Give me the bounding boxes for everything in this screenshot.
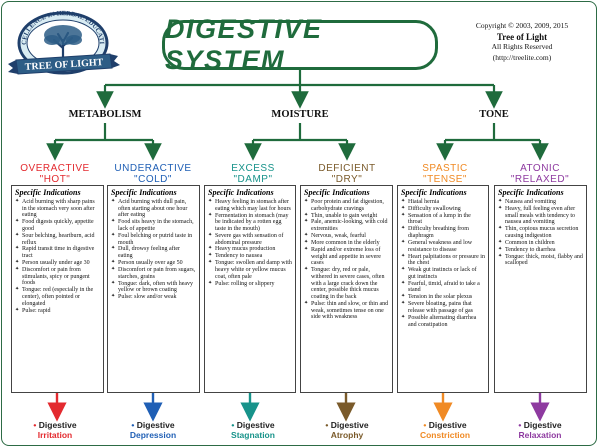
result-bullet: • (33, 420, 39, 430)
indication-item: Possible alternating diarrhea and consti… (401, 315, 485, 328)
indications-overactive: Specific Indications Acid burning with s… (11, 185, 104, 393)
indication-item: Tongue: dry, red or pale, withered in se… (304, 267, 389, 301)
result-bullet: • (131, 420, 137, 430)
indication-item: Pulse: slow and/or weak (111, 294, 196, 301)
indications-list: Poor protein and fat digestion, carbohyd… (304, 199, 389, 321)
indication-item: Tension in the solar plexus (401, 294, 485, 301)
indication-item: Hiatal hernia (401, 199, 485, 206)
indication-item: Food digests quickly, appetite good (15, 219, 100, 232)
title-box: DIGESTIVE SYSTEM (162, 14, 438, 75)
result-bullet: • (518, 420, 524, 430)
indication-item: Thin, copious mucus secretion causing in… (498, 226, 583, 239)
svg-text:TREE OF LIGHT: TREE OF LIGHT (25, 57, 104, 73)
indication-item: Difficulty breathing from diaphragm (401, 226, 485, 239)
indication-item: Discomfort or pain from sugars, starches… (111, 267, 196, 280)
tree-of-light-logo: EXCELLENCE IN HERBAL EDUCATION TREE OF L… (4, 4, 120, 75)
indication-item: General weakness and low resistance to d… (401, 240, 485, 253)
indication-item: Sensation of a lump in the throat (401, 213, 485, 226)
copyright-line: Copyright © 2003, 2009, 2015 (475, 21, 569, 30)
indication-item: Fearful, timid, afraid to take a stand (401, 281, 485, 294)
category-metabolism: METABOLISM (68, 109, 142, 120)
result-bullet: • (231, 420, 237, 430)
logo-ribbon: TREE OF LIGHT (8, 53, 120, 75)
indication-item: Common in children (498, 240, 583, 247)
indication-item: Tendency to diarrhea (498, 247, 583, 254)
indication-item: Heavy mucus production (208, 246, 292, 253)
indications-underactive: Specific Indications Acid burning with d… (107, 185, 200, 393)
indication-item: Difficulty swallowing (401, 206, 485, 213)
indications-heading: Specific Indications (208, 188, 274, 197)
indications-list: Acid burning with dull pain, often start… (111, 199, 196, 301)
indications-excess: Specific Indications Heavy feeling in st… (204, 185, 296, 393)
indication-item: Heart palpitations or pressure in the ch… (401, 254, 485, 267)
indication-item: Nausea and vomiting (498, 199, 583, 206)
indication-item: Dull, drowsy feeling after eating (111, 246, 196, 259)
indication-item: Sour belching, heartburn, acid reflux (15, 233, 100, 246)
category-moisture: MOISTURE (271, 109, 329, 120)
indications-list: Hiatal herniaDifficulty swallowingSensat… (401, 199, 485, 328)
result-irritation: • Digestive Irritation (33, 420, 77, 440)
label-overactive: OVERACTIVE"HOT" (20, 163, 90, 185)
indications-spastic: Specific Indications Hiatal herniaDiffic… (397, 185, 489, 393)
indication-item: Thin, unable to gain weight (304, 213, 389, 220)
result-relaxation: • Digestive Relaxation (518, 420, 562, 440)
indication-item: Tongue: thick, moist, flabby and scallop… (498, 254, 583, 267)
indication-item: Pulse: rolling or slippery (208, 281, 292, 288)
indications-heading: Specific Indications (111, 188, 177, 197)
copyright-url: (http://treelite.com) (492, 52, 552, 62)
indication-item: Foul belching or putrid taste in mouth (111, 233, 196, 246)
indication-item: Acid burning with dull pain, often start… (111, 199, 196, 219)
indications-list: Acid burning with sharp pains in the sto… (15, 199, 100, 314)
indication-item: Pulse: rapid (15, 308, 100, 315)
indication-item: Heavy, full feeling even after small mea… (498, 206, 583, 226)
indication-item: Fermentation in stomach (may be indicate… (208, 213, 292, 233)
indication-item: Food sits heavy in the stomach, lack of … (111, 219, 196, 232)
result-constriction: • Digestive Constriction (419, 420, 471, 440)
indications-list: Heavy feeling in stomach after eating wh… (208, 199, 292, 287)
label-atonic: ATONIC"RELAXED" (510, 163, 570, 185)
indication-item: Tongue: dark, often with heavy yellow or… (111, 281, 196, 294)
label-deficient: DEFICIENT"DRY" (318, 163, 376, 185)
indication-item: Weak gut instincts or lack of gut instin… (401, 267, 485, 280)
indication-item: Pale, anemic-looking, with cold extremit… (304, 219, 389, 232)
indication-item: Tongue: swollen and damp with heavy whit… (208, 260, 292, 280)
copyright-block: Copyright © 2003, 2009, 2015 Tree of Lig… (452, 21, 592, 63)
page-title: DIGESTIVE SYSTEM (165, 14, 323, 75)
result-stagnation: • Digestive Stagnation (231, 420, 275, 440)
indication-item: Discomfort or pain from stimulants, spic… (15, 267, 100, 287)
indication-item: Rapid and/or extreme loss of weight and … (304, 247, 389, 267)
indication-item: Heavy feeling in stomach after eating wh… (208, 199, 292, 212)
label-underactive: UNDERACTIVE"COLD" (114, 163, 192, 185)
indication-item: Acid burning with sharp pains in the sto… (15, 199, 100, 219)
indications-atonic: Specific Indications Nausea and vomiting… (494, 185, 587, 393)
result-bullet: • (423, 420, 429, 430)
indication-item: Poor protein and fat digestion, carbohyd… (304, 199, 389, 212)
indication-item: Tendency to nausea (208, 253, 292, 260)
indications-heading: Specific Indications (498, 188, 564, 197)
indication-item: Person usually over age 50 (111, 260, 196, 267)
indications-heading: Specific Indications (304, 188, 370, 197)
result-depression: • Digestive Depression (129, 420, 177, 440)
result-bullet: • (325, 420, 331, 430)
indication-item: More common in the elderly (304, 240, 389, 247)
indication-item: Severe bloating, pains that release with… (401, 301, 485, 314)
indications-deficient: Specific Indications Poor protein and fa… (300, 185, 393, 393)
copyright-org: Tree of Light (496, 31, 548, 42)
indication-item: Rapid transit time in digestive tract (15, 246, 100, 259)
indication-item: Pulse: thin and slow, or thin and weak, … (304, 301, 389, 321)
indication-item: Person usually under age 30 (15, 260, 100, 267)
category-tone: TONE (479, 109, 509, 120)
indications-heading: Specific Indications (401, 188, 467, 197)
result-atrophy: • Digestive Atrophy (325, 420, 369, 440)
indication-item: Tongue: red (especially in the center), … (15, 287, 100, 307)
indication-item: Severe gas with sensation of abdominal p… (208, 233, 292, 246)
copyright-rights: All Rights Reserved (491, 42, 553, 51)
indications-heading: Specific Indications (15, 188, 81, 197)
indications-list: Nausea and vomitingHeavy, full feeling e… (498, 199, 583, 267)
label-spastic: SPASTIC"TENSE" (422, 163, 468, 185)
indication-item: Nervous, weak, fearful (304, 233, 389, 240)
label-excess: EXCESS"DAMP" (231, 163, 275, 185)
